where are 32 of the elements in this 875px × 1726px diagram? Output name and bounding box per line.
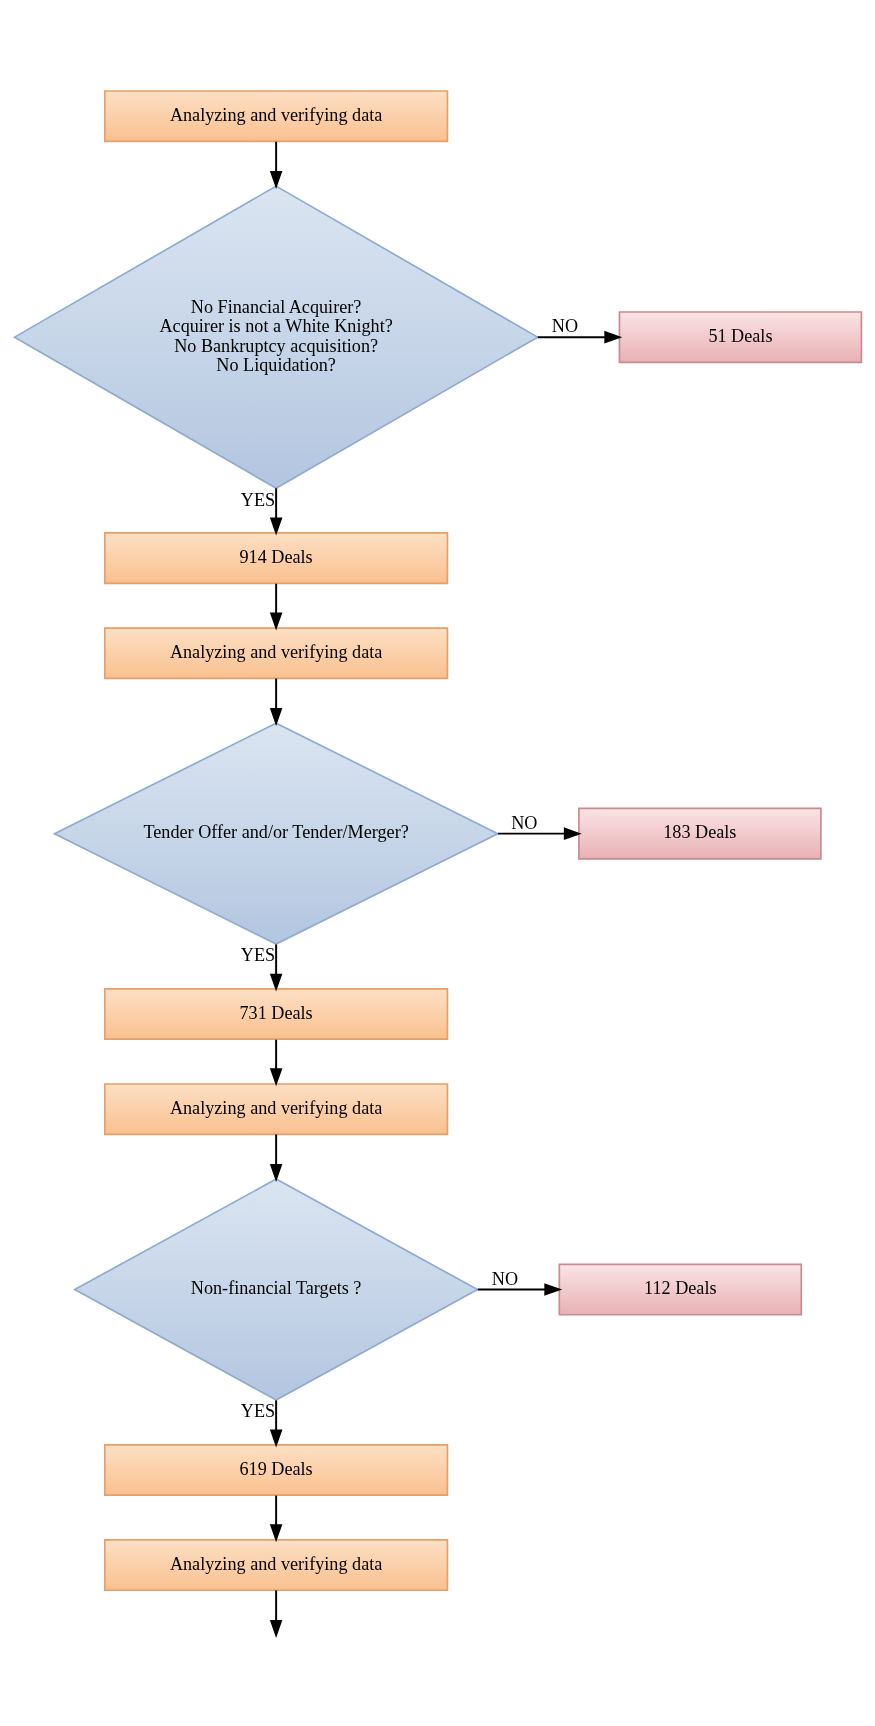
arrow <box>269 677 282 726</box>
arrow <box>269 1398 282 1448</box>
edge-label: YES <box>240 489 275 509</box>
node-box: 731 Deals <box>103 987 448 1040</box>
node-diamond: No Financial Acquirer? Acquirer is not a White Knight? No Bankruptcy acquisition? No Liquidation? <box>12 184 539 489</box>
arrow <box>269 140 282 189</box>
arrow <box>269 1133 282 1182</box>
arrow <box>269 486 282 536</box>
node-diamond: Non-financial Targets ? <box>72 1177 479 1401</box>
arrow <box>269 943 282 992</box>
node-box: Analyzing and verifying data <box>103 89 448 142</box>
edge-label: NO <box>491 1268 518 1289</box>
node-box: Analyzing and verifying data <box>103 1538 448 1591</box>
node-box: 112 Deals <box>558 1263 802 1316</box>
arrow <box>269 1494 282 1542</box>
node-box: Analyzing and verifying data <box>103 1082 448 1135</box>
edge-label: NO <box>551 315 578 336</box>
edge-label: NO <box>510 812 537 833</box>
node-diamond: Tender Offer and/or Tender/Merger? <box>52 721 500 945</box>
arrow <box>476 1282 562 1296</box>
arrow <box>496 826 582 840</box>
node-box: 914 Deals <box>103 531 448 584</box>
node-box: 183 Deals <box>577 807 822 860</box>
edge-label: YES <box>240 944 275 965</box>
arrow <box>536 330 622 343</box>
arrow <box>269 1038 282 1086</box>
node-box: 619 Deals <box>103 1443 448 1496</box>
node-box: 51 Deals <box>618 310 862 363</box>
edge-label: YES <box>240 1400 275 1421</box>
arrow <box>269 1588 282 1638</box>
arrow <box>269 582 282 630</box>
node-box: Analyzing and verifying data <box>103 626 448 679</box>
